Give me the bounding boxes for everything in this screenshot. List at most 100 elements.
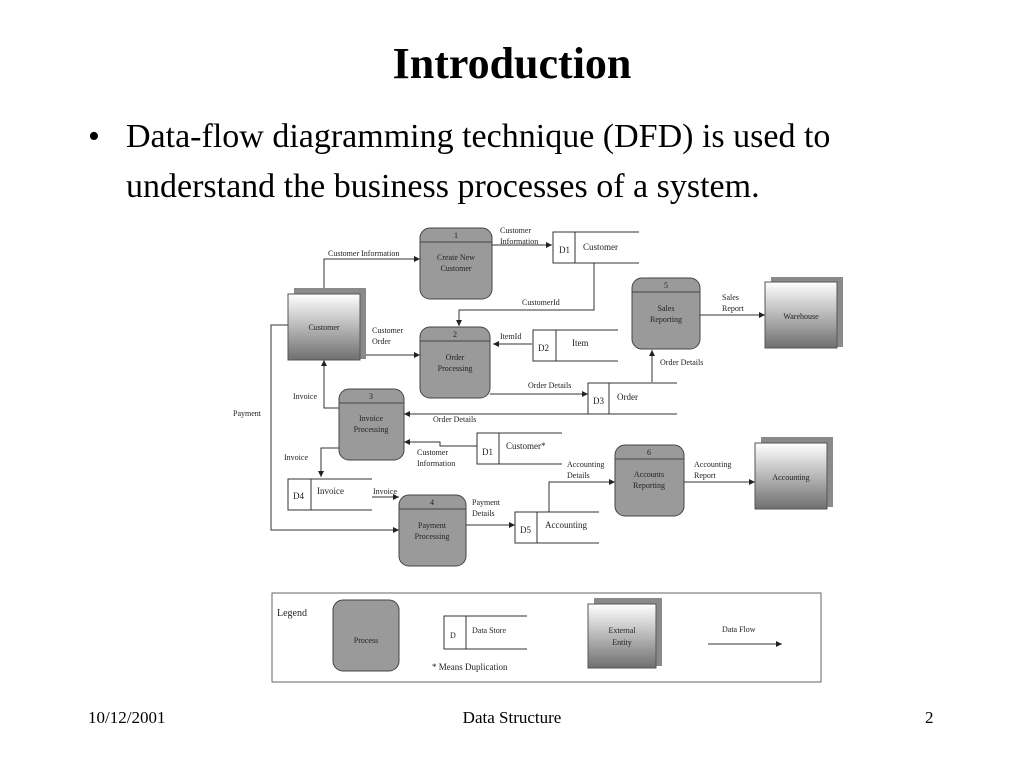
svg-text:Data Flow: Data Flow xyxy=(722,625,756,634)
svg-text:1: 1 xyxy=(454,231,458,240)
svg-text:Payment: Payment xyxy=(233,409,262,418)
svg-text:3: 3 xyxy=(369,392,373,401)
svg-text:Reporting: Reporting xyxy=(650,315,682,324)
data-stores xyxy=(287,231,677,544)
svg-text:Reporting: Reporting xyxy=(633,481,665,490)
svg-text:Accounting: Accounting xyxy=(772,473,809,482)
process-2-order-processing: 2 Order Processing xyxy=(419,326,491,399)
svg-text:Item: Item xyxy=(572,338,589,348)
svg-text:Report: Report xyxy=(694,471,717,480)
footer-page-number: 2 xyxy=(925,708,934,727)
svg-text:Accounts: Accounts xyxy=(634,470,664,479)
svg-text:Order: Order xyxy=(446,353,465,362)
process-4-payment-processing: 4 Payment Processing xyxy=(398,494,467,567)
svg-text:Customer: Customer xyxy=(372,326,403,335)
svg-text:Customer Information: Customer Information xyxy=(328,249,399,258)
legend-external-entity: External Entity xyxy=(587,598,662,669)
flow-invoice-to-customer xyxy=(321,360,339,409)
flow-labels: Customer Information Customer Informatio… xyxy=(233,226,745,518)
svg-text:D1: D1 xyxy=(559,245,570,255)
data-store-d1 xyxy=(552,231,639,264)
svg-text:Customer: Customer xyxy=(440,264,471,273)
flow-d1b-to-invoice xyxy=(404,439,477,447)
svg-text:Entity: Entity xyxy=(612,638,632,647)
svg-text:Order Details: Order Details xyxy=(433,415,476,424)
data-store-d3 xyxy=(587,382,677,415)
processes: 1 Create New Customer 2 Order Processing… xyxy=(338,227,701,567)
svg-text:Accounting: Accounting xyxy=(694,460,731,469)
svg-text:Accounting: Accounting xyxy=(545,520,587,530)
legend-data-flow: Data Flow xyxy=(708,625,782,647)
data-store-d2 xyxy=(532,329,618,362)
svg-text:Processing: Processing xyxy=(354,425,389,434)
legend-title: Legend xyxy=(277,608,307,619)
flow-d1-to-order xyxy=(456,256,595,326)
entity-warehouse: Warehouse xyxy=(764,277,843,349)
svg-text:D1: D1 xyxy=(482,447,493,457)
legend-note: * Means Duplication xyxy=(432,662,508,672)
svg-text:Invoice: Invoice xyxy=(317,486,344,496)
svg-text:D2: D2 xyxy=(538,343,549,353)
svg-text:Customer: Customer xyxy=(583,242,618,252)
svg-text:Information: Information xyxy=(417,459,455,468)
svg-text:Sales: Sales xyxy=(722,293,739,302)
process-3-invoice-processing: 3 Invoice Processing xyxy=(338,388,405,461)
svg-text:Order Details: Order Details xyxy=(528,381,571,390)
svg-text:Payment: Payment xyxy=(472,498,501,507)
svg-text:Data Store: Data Store xyxy=(472,626,506,635)
svg-text:Invoice: Invoice xyxy=(293,392,317,401)
svg-text:Customer*: Customer* xyxy=(506,441,546,451)
svg-text:Order: Order xyxy=(372,337,391,346)
svg-text:2: 2 xyxy=(453,330,457,339)
svg-text:Accounting: Accounting xyxy=(567,460,604,469)
svg-text:Order: Order xyxy=(617,392,638,402)
svg-text:Details: Details xyxy=(472,509,495,518)
flow-customer-payment xyxy=(270,324,399,533)
svg-text:Sales: Sales xyxy=(658,304,675,313)
svg-text:D3: D3 xyxy=(593,396,604,406)
svg-text:5: 5 xyxy=(664,281,668,290)
svg-text:6: 6 xyxy=(647,448,651,457)
svg-text:Customer: Customer xyxy=(417,448,448,457)
svg-text:Information: Information xyxy=(500,237,538,246)
bullet-text: Data-flow diagramming technique (DFD) is… xyxy=(126,118,831,205)
svg-text:External: External xyxy=(608,626,636,635)
svg-text:Details: Details xyxy=(567,471,590,480)
legend: Legend Process D Data Store * Means Dupl… xyxy=(271,592,822,683)
svg-text:Report: Report xyxy=(722,304,745,313)
footer-date: 10/12/2001 xyxy=(88,708,166,727)
external-entities: Customer Warehouse Accounting xyxy=(287,277,843,510)
data-store-d4 xyxy=(287,478,372,511)
entity-accounting: Accounting xyxy=(754,437,833,510)
svg-text:Process: Process xyxy=(354,636,378,645)
svg-text:Order Details: Order Details xyxy=(660,358,703,367)
legend-data-store: D Data Store * Means Duplication xyxy=(432,615,527,672)
svg-text:Customer: Customer xyxy=(308,323,339,332)
flow-d5-to-accounts xyxy=(548,479,615,512)
entity-customer: Customer xyxy=(287,288,366,361)
footer-center: Data Structure xyxy=(462,708,562,727)
svg-text:Invoice: Invoice xyxy=(373,487,397,496)
svg-text:Invoice: Invoice xyxy=(359,414,383,423)
process-5-sales-reporting: 5 Sales Reporting xyxy=(631,277,701,350)
svg-text:Invoice: Invoice xyxy=(284,453,308,462)
svg-text:Create New: Create New xyxy=(437,253,475,262)
bullet-icon: • xyxy=(88,118,100,155)
legend-process: Process xyxy=(332,599,400,672)
flow-customer-to-create xyxy=(323,256,420,291)
svg-text:D: D xyxy=(450,631,456,640)
svg-text:Warehouse: Warehouse xyxy=(783,312,819,321)
svg-text:D5: D5 xyxy=(520,525,531,535)
svg-text:4: 4 xyxy=(430,498,434,507)
svg-text:Processing: Processing xyxy=(415,532,450,541)
svg-text:Payment: Payment xyxy=(418,521,447,530)
flow-invoice-to-d4 xyxy=(318,447,339,477)
slide-title: Introduction xyxy=(392,39,632,88)
data-store-d5 xyxy=(514,511,599,544)
svg-text:CustomerId: CustomerId xyxy=(522,298,560,307)
svg-text:Customer: Customer xyxy=(500,226,531,235)
process-6-accounts-reporting: 6 Accounts Reporting xyxy=(614,444,685,517)
svg-text:ItemId: ItemId xyxy=(500,332,521,341)
